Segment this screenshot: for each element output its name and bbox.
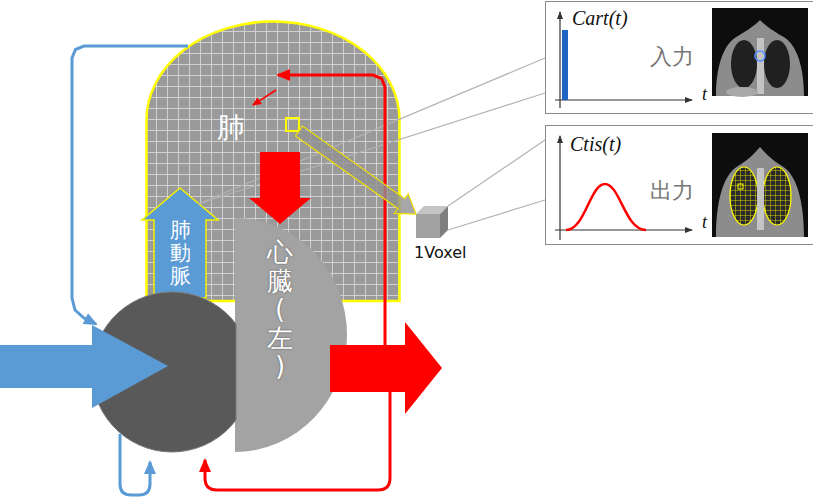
artery-arrow: 肺動脈	[140, 186, 220, 298]
cube-front	[416, 214, 440, 238]
systemic-loop	[205, 392, 390, 490]
mri-voxel	[738, 184, 743, 189]
mri-mediastinum	[757, 168, 764, 230]
callout-line	[448, 200, 545, 230]
organ-label: 心臓(左)	[267, 238, 293, 381]
callout-line	[448, 140, 545, 206]
axis-line	[555, 99, 692, 100]
mri-lung	[764, 40, 790, 88]
axis-label: t	[702, 84, 707, 105]
panel-label: 出力	[650, 178, 694, 203]
signal-name: Cart(t)	[572, 7, 628, 30]
axis-label: t	[702, 212, 707, 233]
mri-lung	[763, 167, 791, 225]
mri-lung	[730, 167, 758, 225]
signal-name: Ctis(t)	[570, 133, 621, 156]
voxel-cube: 1Voxel	[410, 204, 482, 268]
heart-outline	[90, 216, 348, 454]
mri-roi	[755, 51, 765, 61]
venous-inflow-arrow	[0, 325, 168, 408]
mri-image	[712, 133, 808, 237]
panel-label: 入力	[650, 44, 694, 69]
heart-shape: 心臓(左)	[90, 216, 348, 454]
mri-body	[716, 147, 804, 237]
voxel-pointer	[296, 126, 416, 214]
flow-arrow-small	[253, 90, 276, 105]
mri-mediastinum	[757, 38, 764, 94]
vessel-label: 肺動脈	[170, 219, 191, 288]
voxel-marker	[286, 118, 299, 131]
venous-return-arrow	[249, 152, 311, 224]
mri-lung	[731, 40, 757, 88]
artery-outline	[142, 188, 218, 298]
mri-ground	[712, 133, 808, 237]
axis-line	[559, 136, 560, 240]
venous-loop	[72, 46, 188, 324]
mri-ground	[712, 8, 808, 96]
organ-label: 肺	[217, 112, 245, 144]
impulse-bar	[562, 30, 568, 100]
axis-line	[555, 229, 692, 230]
coronary-loop	[120, 434, 150, 495]
left-heart	[235, 218, 347, 452]
voxel-label: 1Voxel	[414, 244, 466, 262]
cube-side	[440, 206, 448, 238]
bronchial-loop	[278, 75, 385, 345]
response-curve	[566, 184, 646, 230]
mri-liver	[726, 87, 758, 97]
mri-image	[712, 8, 808, 97]
mri-body	[716, 20, 804, 96]
axis-line	[559, 12, 560, 108]
